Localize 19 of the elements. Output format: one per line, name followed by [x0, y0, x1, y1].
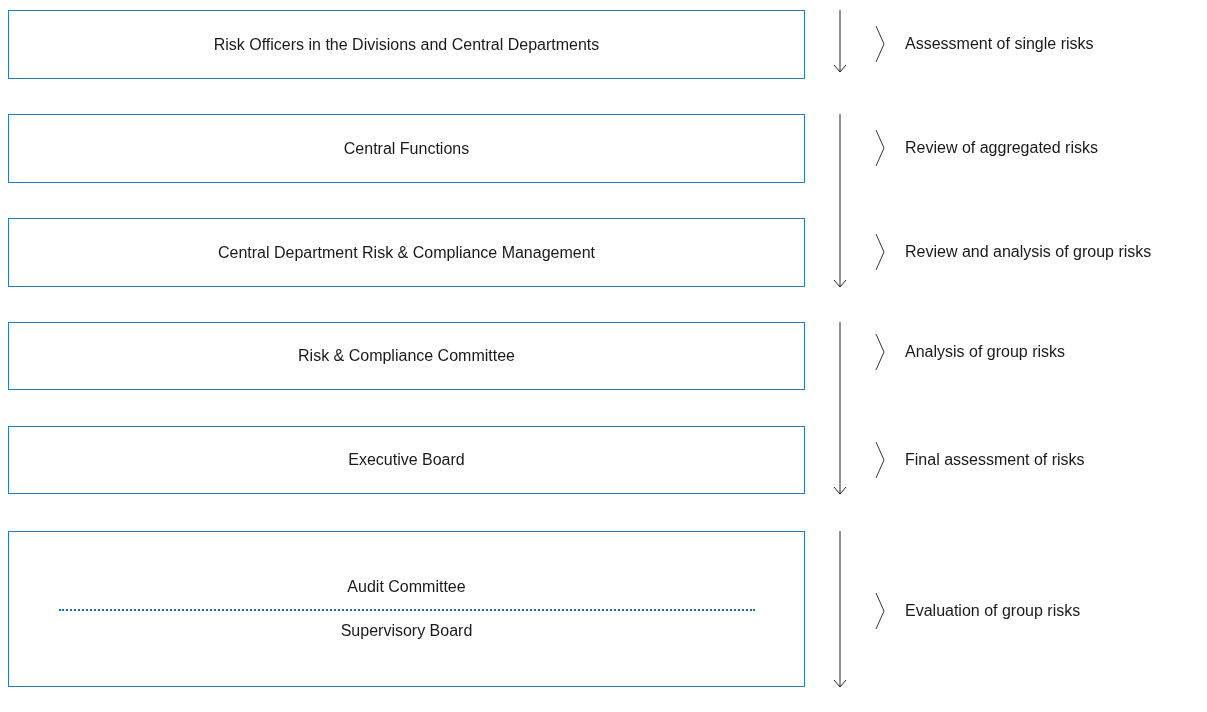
box-label: Audit Committee	[347, 577, 466, 597]
step-description: Final assessment of risks	[905, 450, 1085, 470]
step-description: Evaluation of group risks	[905, 601, 1081, 621]
process-box	[8, 218, 805, 287]
box-label: Risk & Compliance Committee	[298, 346, 515, 366]
box-label: Risk Officers in the Divisions and Central Departments	[213, 34, 600, 55]
process-box	[8, 531, 805, 687]
box-label: Supervisory Board	[340, 621, 473, 641]
box-label: Executive Board	[348, 450, 465, 470]
step-description: Assessment of single risks	[905, 34, 1094, 54]
box-label: Central Functions	[343, 138, 470, 159]
process-box	[8, 322, 805, 390]
step-description: Review of aggregated risks	[905, 138, 1098, 158]
process-box	[8, 114, 805, 183]
process-box	[8, 10, 805, 79]
process-box	[8, 426, 805, 494]
step-description: Review and analysis of group risks	[905, 242, 1152, 262]
box-label: Central Department Risk & Compliance Management	[217, 242, 596, 263]
step-description: Analysis of group risks	[905, 342, 1066, 362]
